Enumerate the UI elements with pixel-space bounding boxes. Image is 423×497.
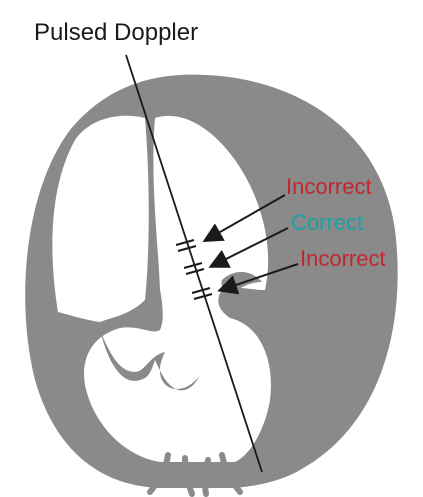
- diagram-title: Pulsed Doppler: [34, 19, 198, 46]
- label-incorrect-bottom: Incorrect: [300, 246, 386, 271]
- label-incorrect-top: Incorrect: [286, 174, 372, 199]
- label-correct: Correct: [291, 210, 363, 235]
